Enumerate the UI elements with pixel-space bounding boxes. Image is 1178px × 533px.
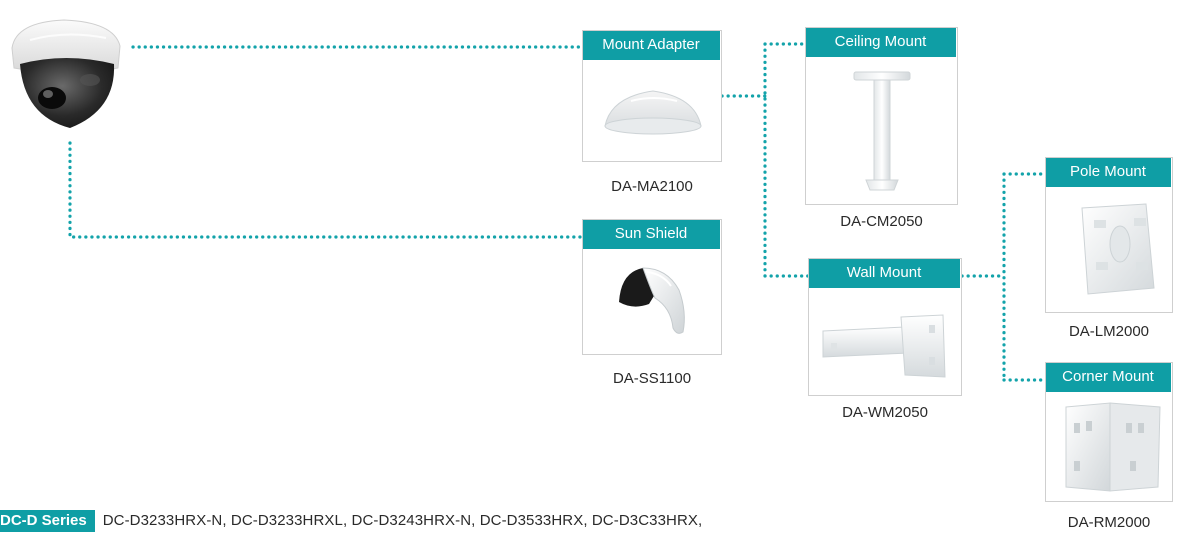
compatible-models-line: DC-D Series DC-D3233HRX-N, DC-D3233HRXL, … [0, 510, 900, 532]
mount-adapter-node[interactable]: Mount Adapter DA-MA2100 [582, 30, 722, 195]
mount-adapter-title: Mount Adapter [583, 31, 720, 60]
wall-mount-card[interactable]: Wall Mount [808, 258, 962, 396]
ceiling-mount-model: DA-CM2050 [840, 213, 923, 230]
corner-mount-model: DA-RM2000 [1067, 514, 1151, 531]
ceiling-mount-card[interactable]: Ceiling Mount [805, 27, 958, 205]
ceiling-mount-image [853, 71, 911, 191]
ceiling-mount-title: Ceiling Mount [806, 28, 956, 57]
sun-shield-model: DA-SS1100 [612, 370, 692, 387]
corner-mount-card[interactable]: Corner Mount [1045, 362, 1173, 502]
mount-adapter-image [604, 90, 702, 135]
wall-mount-node[interactable]: Wall Mount DA-WM2050 [808, 258, 962, 421]
corner-mount-node[interactable]: Corner Mount DA-RM2000 [1045, 362, 1173, 531]
compatible-models-text: DC-D3233HRX-N, DC-D3233HRXL, DC-D3243HRX… [102, 512, 703, 529]
series-badge: DC-D Series [0, 510, 95, 532]
sun-shield-node[interactable]: Sun Shield DA-SS1100 [582, 219, 722, 387]
corner-mount-image [1065, 402, 1161, 492]
ceiling-mount-node[interactable]: Ceiling Mount DA-CM2050 [805, 27, 958, 230]
mount-adapter-model: DA-MA2100 [611, 178, 693, 195]
connector-wall-pole-corner [960, 172, 1047, 382]
wall-mount-model: DA-WM2050 [842, 404, 928, 421]
sun-shield-title: Sun Shield [583, 220, 720, 249]
dome-camera-icon [11, 19, 121, 128]
connector-camera-sun-shield [68, 141, 584, 239]
wall-mount-title: Wall Mount [809, 259, 960, 288]
sun-shield-image [619, 267, 685, 334]
sun-shield-card[interactable]: Sun Shield [582, 219, 722, 355]
dome-camera [6, 16, 128, 138]
connector-adapter-ceiling-wall [720, 42, 810, 278]
corner-mount-title: Corner Mount [1046, 363, 1171, 392]
pole-mount-card[interactable]: Pole Mount [1045, 157, 1173, 313]
wall-mount-image [822, 314, 946, 378]
mount-adapter-card[interactable]: Mount Adapter [582, 30, 722, 162]
pole-mount-image [1081, 203, 1155, 295]
pole-mount-model: DA-LM2000 [1068, 323, 1150, 340]
pole-mount-node[interactable]: Pole Mount DA-LM2000 [1045, 157, 1173, 340]
pole-mount-title: Pole Mount [1046, 158, 1171, 187]
